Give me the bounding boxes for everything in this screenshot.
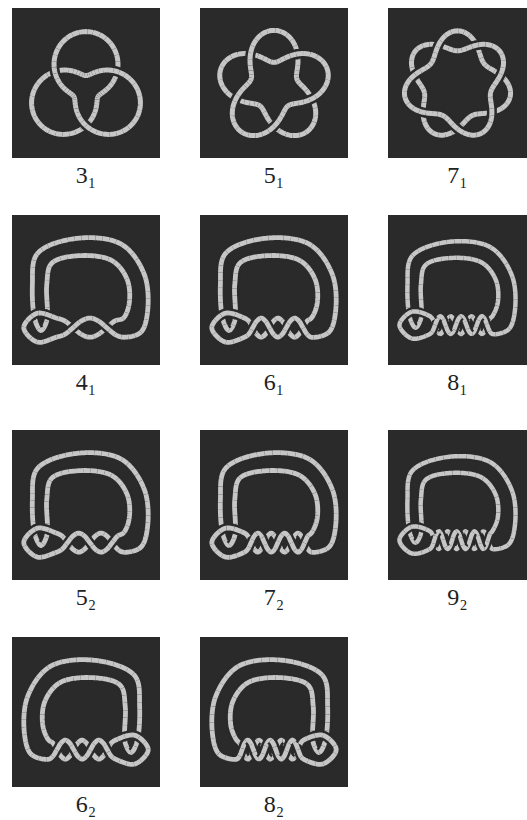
strand-tube [242, 317, 249, 322]
strand-tube [101, 92, 104, 94]
knot-panel [12, 637, 160, 787]
knot-figure [399, 241, 515, 339]
knot-strand [99, 93, 101, 95]
strand-gap [268, 60, 272, 62]
knot-figure [24, 453, 148, 558]
knot-figure [404, 31, 510, 135]
knot-panel [12, 215, 160, 365]
strand-tube [99, 93, 101, 95]
knot-panel [200, 637, 348, 787]
strand-gap [58, 319, 66, 322]
strand-gap [99, 93, 101, 95]
strand-gap [242, 317, 249, 322]
knot-panel [200, 8, 348, 158]
strand-gap [79, 27, 87, 38]
knot-strand [267, 30, 275, 31]
strand-tube [262, 108, 264, 112]
strand-gap [80, 74, 83, 75]
knot-strand [58, 319, 66, 322]
knot-strand [264, 111, 267, 116]
strand-tube [80, 74, 83, 75]
knot-strand [101, 92, 104, 94]
knot-body [32, 32, 141, 135]
knot-body [399, 241, 515, 339]
knot-panel [200, 430, 348, 580]
strand-tube [263, 58, 268, 60]
strand-gap [101, 92, 104, 94]
knot-strand [426, 315, 433, 321]
knot-body [404, 31, 510, 135]
strand-tube [245, 83, 249, 87]
knot-body [24, 238, 148, 343]
strand-tube [268, 60, 272, 62]
knot-strand [245, 83, 249, 87]
knot-panel [200, 215, 348, 365]
strand-gap [267, 30, 275, 31]
strand-tube [79, 29, 87, 35]
knot-figure [24, 238, 148, 343]
strand-tube [267, 30, 275, 31]
knot-strand [79, 31, 87, 33]
strand-tube [451, 31, 459, 32]
knot-strand [263, 58, 268, 60]
knot-panel [12, 430, 160, 580]
strand-tube [290, 104, 294, 105]
knot-strand [242, 317, 249, 322]
strand-gap [264, 111, 267, 116]
knot-panel [388, 430, 527, 580]
strand-gap [290, 104, 294, 105]
knot-strand [290, 104, 294, 105]
knot-panel [388, 215, 527, 365]
strand-gap [451, 31, 459, 32]
knot-strand [80, 74, 83, 75]
strand-gap [245, 83, 249, 87]
knot-body [24, 453, 148, 558]
knot-figure [220, 30, 328, 135]
knot-strand [451, 31, 459, 32]
knot-strand [268, 60, 272, 62]
strand-tube [264, 111, 267, 116]
knot-strand [262, 108, 264, 112]
knot-panel [12, 8, 160, 158]
knot-figure [212, 238, 336, 343]
strand-gap [262, 108, 264, 112]
knot-body [212, 238, 336, 343]
knot-panel [388, 8, 527, 158]
strand-tube [58, 319, 66, 322]
knot-figure [32, 32, 141, 135]
knot-body [220, 30, 328, 135]
strand-gap [426, 315, 433, 321]
strand-tube [426, 315, 433, 321]
strand-gap [263, 58, 268, 60]
